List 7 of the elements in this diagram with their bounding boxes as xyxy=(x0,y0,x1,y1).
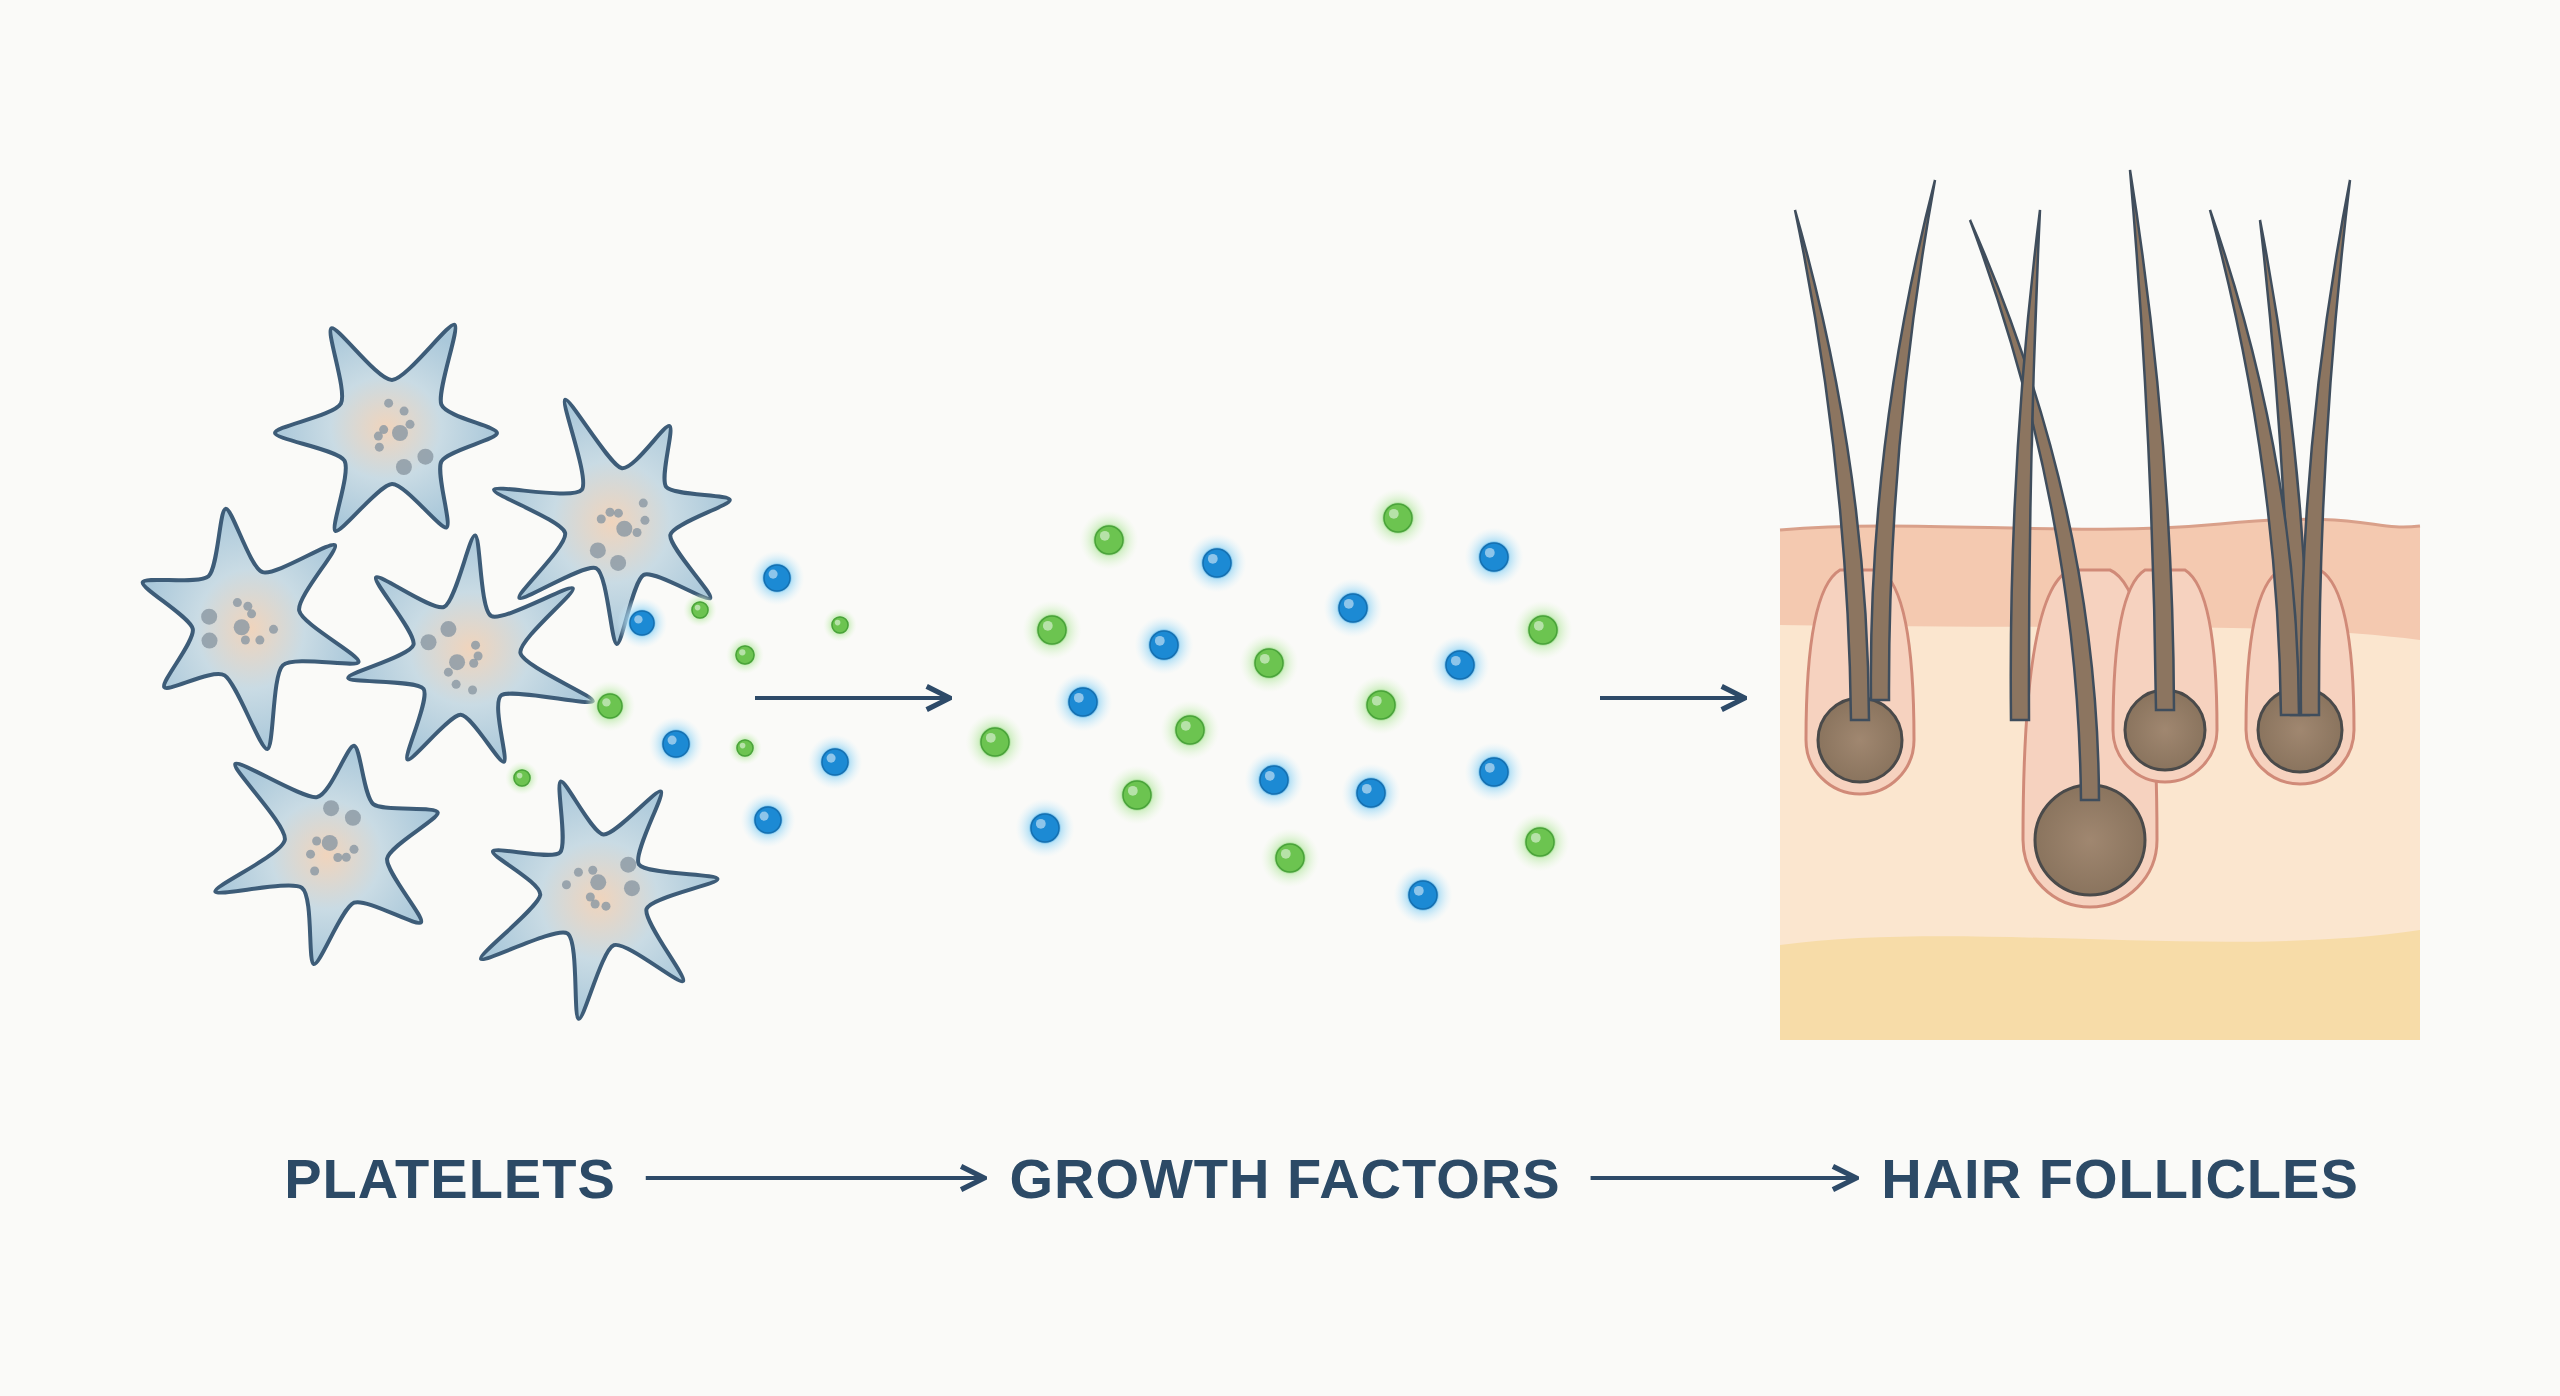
arrow xyxy=(1600,683,1748,713)
arrow xyxy=(755,683,953,713)
arrow xyxy=(645,1163,987,1193)
arrow xyxy=(1590,1163,1859,1193)
stage-label: GROWTH FACTORS xyxy=(1009,1145,1561,1211)
stage-label: PLATELETS xyxy=(284,1145,616,1211)
stage-label: HAIR FOLLICLES xyxy=(1881,1145,2359,1211)
